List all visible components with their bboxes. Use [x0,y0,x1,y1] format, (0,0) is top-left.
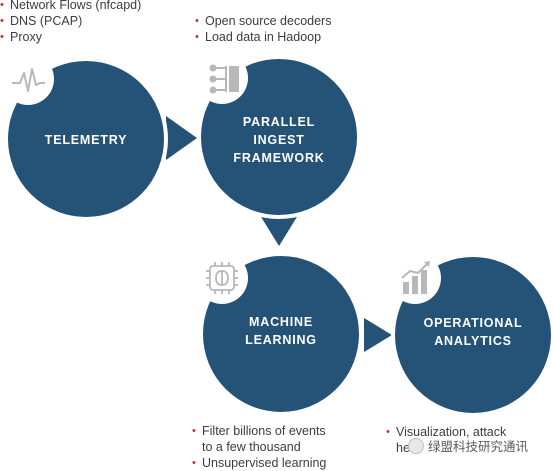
node-ml: MACHINE LEARNING [196,252,363,416]
node-ingest-label-line2: INGEST [253,133,304,147]
telemetry-bullets: Network Flows (nfcapd) DNS (PCAP) Proxy [0,0,141,45]
analytics-bullet: Visualization, attack [386,424,506,440]
telemetry-bullet: DNS (PCAP) [0,13,141,29]
ml-bullet: Unsupervised learning [192,455,326,471]
node-telemetry-circle [4,57,168,221]
brain-chip-icon [206,262,238,294]
ingest-bullet: Open source decoders [195,13,331,29]
node-telemetry-icon-badge [2,53,54,105]
node-ingest: PARALLEL INGEST FRAMEWORK [196,52,361,219]
ml-bullets: Filter billions of events to a few thous… [192,423,326,471]
node-analytics-label-line2: ANALYTICS [434,334,512,348]
telemetry-bullet: Proxy [0,29,141,45]
node-analytics-label-line1: OPERATIONAL [424,316,523,330]
arrow-ml-to-analytics [364,318,392,352]
analytics-bullet-continuation: he [396,441,410,455]
watermark-text: 绿盟科技研究通讯 [428,440,529,454]
pulse-waveform-icon [12,68,45,92]
network-hub-icon [209,64,239,94]
bar-chart-trend-icon [401,261,430,294]
arrow-telemetry-to-ingest [166,116,197,160]
node-telemetry-label: TELEMETRY [45,133,127,147]
telemetry-bullet: Network Flows (nfcapd) [0,0,141,13]
analytics-bullets: Visualization, attack he [386,424,506,456]
ingest-bullet: Load data in Hadoop [195,29,331,45]
watermark: 绿盟科技研究通讯 [408,436,528,455]
arrow-ingest-to-ml [258,212,300,246]
node-ingest-label-line1: PARALLEL [243,115,315,129]
node-analytics: OPERATIONAL ANALYTICS [389,252,553,417]
wechat-logo-icon [408,437,424,454]
node-ml-label-line1: MACHINE [249,315,313,329]
node-ingest-label-line3: FRAMEWORK [233,151,324,165]
ml-bullet: Filter billions of events [192,423,326,439]
node-telemetry: TELEMETRY [2,53,168,221]
ingest-bullets: Open source decoders Load data in Hadoop [195,13,331,45]
ml-bullet-continuation: to a few thousand [202,440,301,454]
node-ml-label-line2: LEARNING [245,333,317,347]
